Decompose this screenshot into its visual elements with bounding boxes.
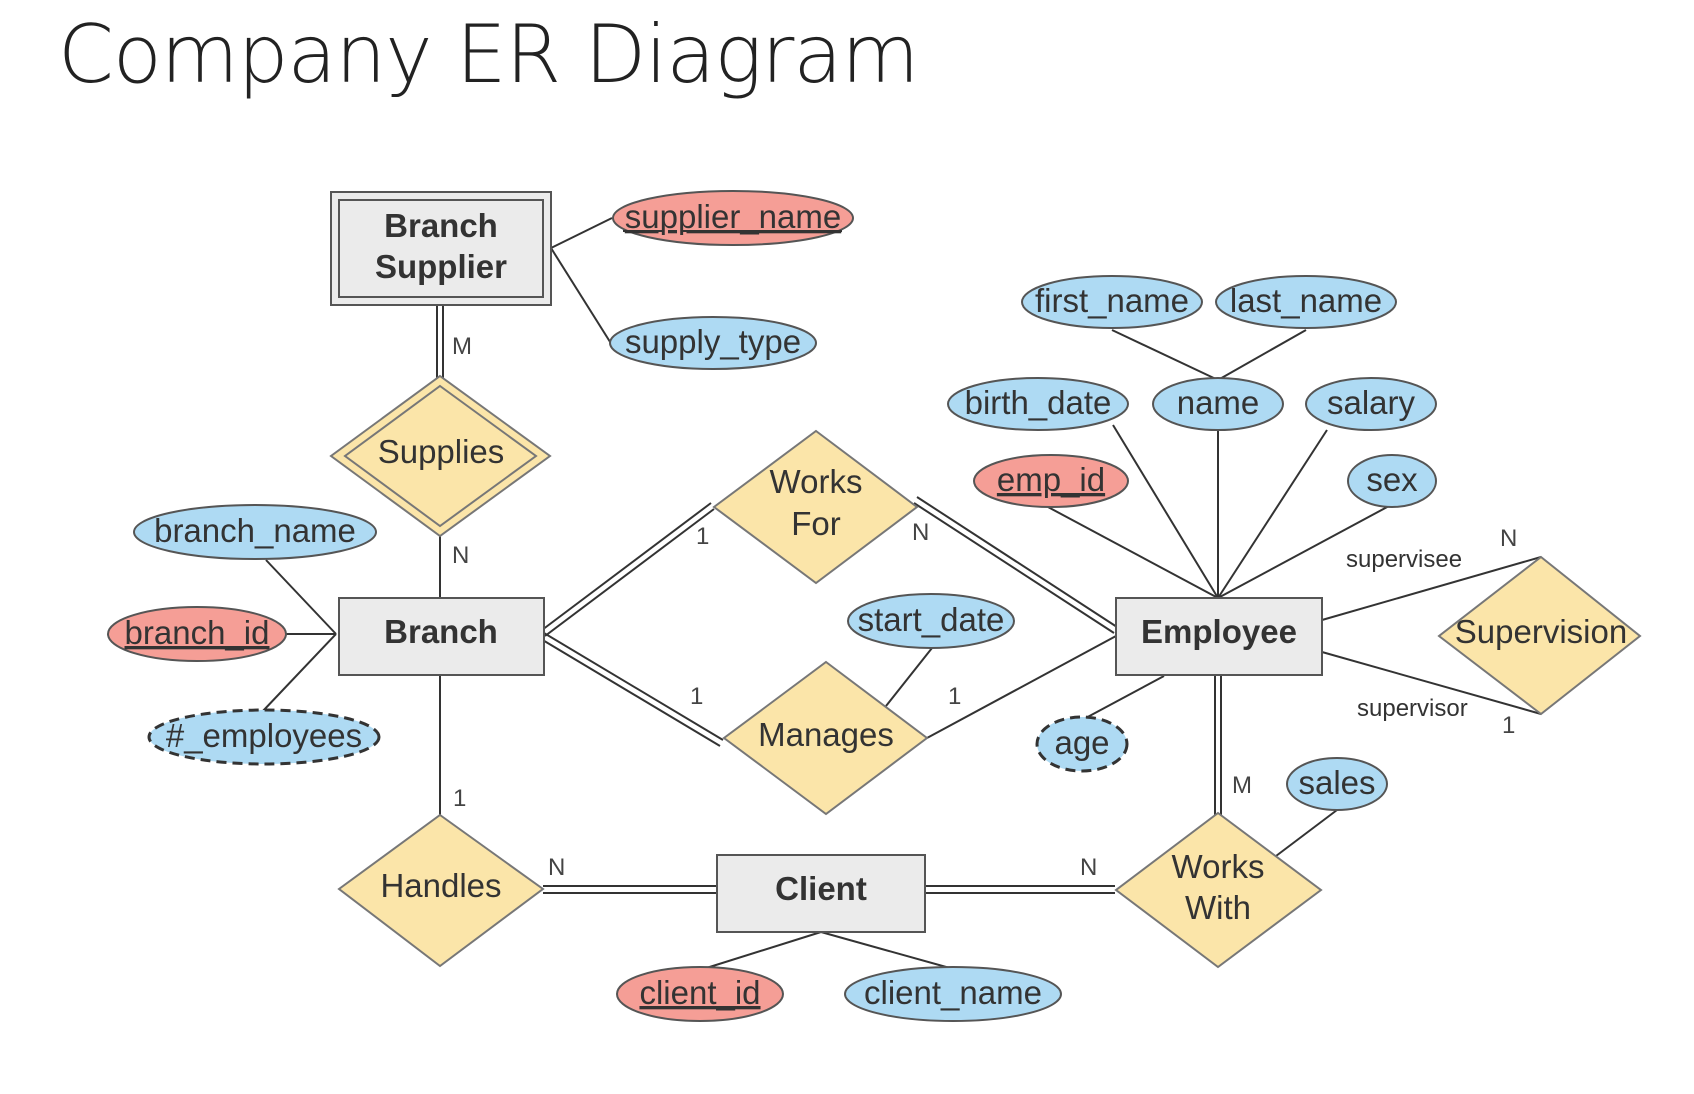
attribute-label: start_date (858, 601, 1005, 638)
entity-label: Branch (384, 613, 498, 650)
cardinality-labels: M N 1 N 1 1 N 1 1 N N M (452, 333, 1517, 881)
attribute-label: salary (1327, 384, 1416, 421)
cardinality-label: 1 (948, 683, 961, 710)
cardinality-label: N (548, 854, 565, 881)
attribute-birth-date[interactable]: birth_date (947, 377, 1129, 431)
entity-label: Branch (384, 207, 498, 244)
cardinality-label: 1 (1502, 712, 1515, 739)
attribute-name[interactable]: name (1152, 377, 1284, 431)
cardinality-label: N (1500, 525, 1517, 552)
attribute-label: name (1177, 384, 1260, 421)
attribute-num-employees[interactable]: #_employees (147, 708, 381, 766)
relationship-supervision[interactable]: Supervision (1437, 555, 1642, 716)
relationship-label: Works (1172, 848, 1265, 885)
relationship-label: With (1185, 889, 1251, 926)
entity-client[interactable]: Client (716, 854, 926, 933)
cardinality-label: M (452, 333, 472, 360)
role-labels: supervisee supervisor (1346, 546, 1468, 722)
attribute-label: client_id (639, 974, 760, 1011)
relationship-label: Handles (380, 867, 501, 904)
relationship-label: Manages (758, 716, 894, 753)
attribute-label: sales (1298, 764, 1375, 801)
cardinality-label: 1 (690, 683, 703, 710)
attribute-label: last_name (1230, 282, 1382, 319)
attribute-label: branch_id (125, 614, 270, 651)
attribute-last-name[interactable]: last_name (1215, 275, 1397, 329)
attribute-label: sex (1366, 461, 1418, 498)
attribute-label: birth_date (965, 384, 1112, 421)
cardinality-label: M (1232, 772, 1252, 799)
attribute-label: #_employees (166, 717, 362, 754)
attribute-sex[interactable]: sex (1347, 454, 1437, 508)
attribute-label: branch_name (154, 512, 356, 549)
page-title: Company ER Diagram (58, 8, 919, 101)
cardinality-label: N (452, 542, 469, 569)
relationship-label: Works (770, 463, 863, 500)
relationship-label: Supplies (378, 433, 505, 470)
relationship-manages[interactable]: Manages (722, 660, 929, 816)
attribute-branch-name[interactable]: branch_name (133, 504, 377, 560)
attribute-supply-type[interactable]: supply_type (609, 316, 817, 370)
relationship-supplies[interactable]: Supplies (329, 374, 552, 538)
entity-label: Client (775, 870, 867, 907)
entity-label: Supplier (375, 248, 507, 285)
relationship-label: For (791, 505, 841, 542)
entity-branch-supplier[interactable]: Branch Supplier (330, 191, 552, 306)
relationship-works-for[interactable]: Works For (712, 429, 919, 585)
attribute-client-name[interactable]: client_name (844, 966, 1062, 1022)
attribute-branch-id[interactable]: branch_id (107, 606, 287, 662)
relationship-handles[interactable]: Handles (337, 813, 545, 968)
cardinality-label: N (912, 519, 929, 546)
cardinality-label: 1 (696, 523, 709, 550)
attribute-first-name[interactable]: first_name (1021, 275, 1203, 329)
attribute-start-date[interactable]: start_date (847, 593, 1015, 649)
attribute-client-id[interactable]: client_id (616, 966, 784, 1022)
cardinality-label: N (1080, 854, 1097, 881)
entity-employee[interactable]: Employee (1115, 597, 1323, 676)
attribute-label: first_name (1035, 282, 1189, 319)
entity-branch[interactable]: Branch (338, 597, 545, 676)
attribute-sales[interactable]: sales (1286, 757, 1388, 811)
attribute-label: age (1054, 724, 1109, 761)
attribute-label: client_name (864, 974, 1042, 1011)
role-label-supervisee: supervisee (1346, 546, 1462, 573)
attribute-salary[interactable]: salary (1305, 377, 1437, 431)
attribute-supplier-name[interactable]: supplier_name (612, 190, 854, 246)
attribute-emp-id[interactable]: emp_id (973, 454, 1129, 508)
attribute-age[interactable]: age (1035, 715, 1129, 773)
cardinality-label: 1 (453, 785, 466, 812)
attribute-label: emp_id (997, 461, 1105, 498)
attribute-label: supply_type (625, 323, 801, 360)
connector-lines (261, 217, 1542, 971)
attribute-label: supplier_name (625, 198, 841, 235)
entity-label: Employee (1141, 613, 1297, 650)
relationship-works-with[interactable]: Works With (1114, 811, 1323, 969)
relationship-label: Supervision (1455, 613, 1627, 650)
role-label-supervisor: supervisor (1357, 695, 1468, 722)
